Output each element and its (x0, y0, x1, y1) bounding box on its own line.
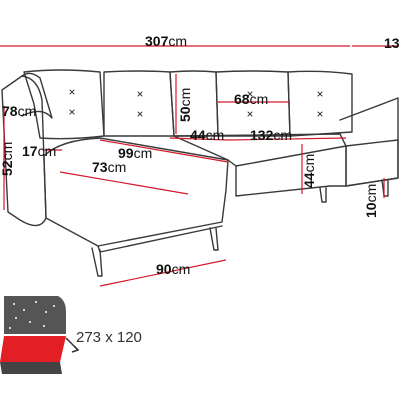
back-cushion-2 (103, 70, 175, 137)
main-seat (173, 133, 347, 167)
back-middle (169, 70, 219, 137)
label-seat-width: 132cm (250, 127, 293, 143)
left-armrest-top (21, 72, 53, 119)
leg-2 (209, 227, 219, 251)
label-chaise-width: 90cm (156, 261, 191, 277)
leg-4 (381, 179, 389, 197)
chaise-front (97, 225, 223, 253)
dim-seat-depth-line (169, 137, 229, 141)
label-right-partial: 13 (384, 35, 400, 51)
label-total-width: 307cm (145, 33, 188, 49)
label-chaise-inner: 73cm (92, 159, 127, 175)
label-leg-height: 10cm (363, 183, 379, 218)
dim-seat-width-line (227, 137, 347, 141)
label-armrest: 17cm (22, 143, 57, 159)
label-left-side-height: 78cm (2, 103, 37, 119)
dim-chaise-depth-line (99, 139, 229, 163)
dim-chaise-inner-line (59, 171, 189, 195)
sofa-bed-function-icon (0, 296, 80, 374)
label-back-height: 50cm (177, 87, 193, 122)
label-bed-size: 273 x 120 (76, 329, 142, 346)
label-back-cushion-width: 68cm (234, 91, 269, 107)
back-cushion-4 (287, 70, 353, 137)
main-seat-front (235, 165, 347, 197)
label-seat-height: 44cm (301, 153, 317, 188)
right-section (339, 97, 399, 187)
right-cushion (345, 139, 399, 187)
dim-chaise-width-line (99, 259, 227, 287)
label-seat-depth: 44cm (190, 127, 225, 143)
leg-1 (91, 247, 103, 277)
leg-3 (319, 187, 327, 203)
label-chaise-depth: 99cm (118, 145, 153, 161)
label-side-height-52: 52cm (0, 141, 15, 176)
